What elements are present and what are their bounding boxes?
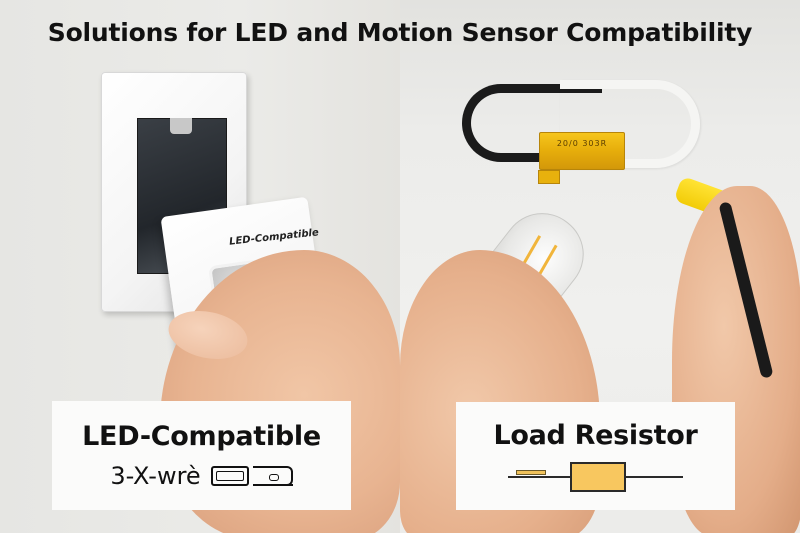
resistor-lead-right bbox=[626, 475, 683, 478]
resistor-body-symbol bbox=[570, 461, 626, 492]
black-wire bbox=[462, 84, 602, 162]
mounting-tab bbox=[170, 118, 192, 134]
resistor-lead-left bbox=[508, 475, 570, 478]
resistor-symbol-icon bbox=[508, 461, 683, 493]
caption-card-led-compatible: LED-Compatible 3-X-wrè bbox=[52, 401, 351, 510]
page-title: Solutions for LED and Motion Sensor Comp… bbox=[47, 18, 753, 47]
white-wire bbox=[560, 80, 700, 168]
caption-subtitle-row: 3-X-wrè bbox=[110, 462, 293, 490]
caption-title: LED-Compatible bbox=[82, 421, 321, 452]
caption-title: Load Resistor bbox=[493, 419, 698, 451]
load-resistor-component: 20/0 303R bbox=[539, 132, 625, 170]
caption-card-load-resistor: Load Resistor bbox=[456, 402, 735, 510]
resistor-mounting-tab bbox=[538, 170, 560, 184]
switch-slot-icon bbox=[252, 466, 293, 486]
caption-subtitle: 3-X-wrè bbox=[110, 462, 201, 490]
resistor-lead-flag bbox=[516, 469, 546, 475]
wall-switch-icon bbox=[210, 466, 293, 486]
switch-rect-icon bbox=[210, 466, 249, 486]
